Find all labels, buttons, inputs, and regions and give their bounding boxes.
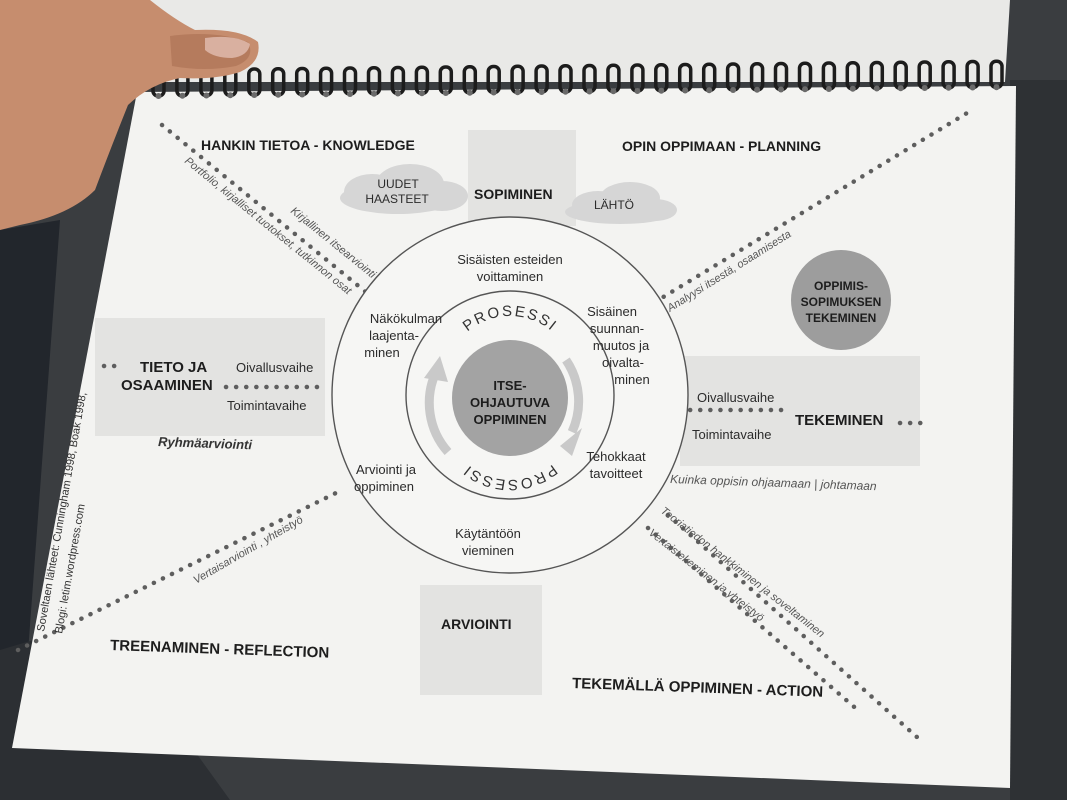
cycle-arrow-right-head: [560, 428, 582, 456]
phase-labels: Oivallusvaihe Toimintavaihe Oivallusvaih…: [227, 360, 774, 442]
ring-upper-right-5: minen: [614, 372, 649, 387]
contract-line-1: OPPIMIS-: [814, 279, 868, 293]
spiral-hole: [299, 91, 306, 98]
spiral-hole: [754, 86, 761, 93]
ring-lower-right-1: Tehokkaat: [586, 449, 646, 464]
dotted-line-bottom-right-inner: [645, 525, 863, 715]
spiral-hole: [442, 90, 449, 96]
spiral-hole: [227, 92, 234, 99]
cycle-arrow-left: [424, 370, 452, 455]
spiral-hole: [969, 84, 976, 91]
ring-top-2: voittaminen: [477, 269, 543, 284]
spiral-hole: [658, 87, 665, 94]
right-background: [1010, 80, 1067, 800]
spiral-hole: [873, 85, 880, 92]
ring-top-1: Sisäisten esteiden: [457, 252, 563, 267]
spiral-hole: [251, 92, 258, 98]
center-label: ITSE- OHJAUTUVA OPPIMINEN: [470, 378, 551, 427]
spiral-hole: [562, 88, 569, 95]
spiral-hole: [275, 91, 282, 98]
spiral-hole: [610, 88, 617, 95]
ring-upper-right-4: oivalta-: [602, 355, 644, 370]
axis-right: TEKEMINEN: [795, 412, 883, 429]
spiral-hole: [466, 89, 473, 96]
spiral-hole: [778, 86, 784, 93]
contract-line-2: SOPIMUKSEN: [801, 295, 882, 309]
spiral-hole: [993, 84, 1000, 91]
axis-headings: SOPIMINEN ARVIOINTI TIETO JA OSAAMINEN T…: [121, 186, 883, 632]
cloud-lahto: [565, 182, 677, 224]
ring-upper-right-2: suunnan-: [590, 321, 644, 336]
spiral-hole: [586, 88, 593, 95]
axis-bottom: ARVIOINTI: [441, 616, 512, 632]
spiral-hole: [634, 88, 641, 94]
phase-left-top: Oivallusvaihe: [236, 360, 313, 375]
spiral-hole: [490, 89, 497, 96]
ring-bottom-1: Käytäntöön: [455, 526, 521, 541]
spiral-hole: [682, 87, 689, 94]
spiral-hole: [706, 87, 713, 94]
ring-lower-left-2: oppiminen: [354, 479, 414, 494]
cloud-uudet: [340, 164, 468, 214]
thumbnail: [205, 36, 250, 58]
spiral-hole: [371, 90, 377, 97]
spiral-hole: [897, 85, 904, 92]
corner-top-right: OPIN OPPIMAAN - PLANNING: [622, 138, 821, 154]
dotted-lines: [15, 107, 975, 741]
spiral-hole: [179, 92, 186, 99]
cloud-labels: UUDET HAASTEET LÄHTÖ: [365, 177, 634, 212]
background-panels: [95, 130, 920, 695]
spiral-hole: [323, 91, 330, 98]
cycle-arrow-right: [562, 357, 584, 434]
ring-lower-left-1: Arviointi ja: [356, 462, 417, 477]
spiral-binding: [151, 59, 1004, 99]
group-evaluation-label: Ryhmäarviointi: [158, 434, 253, 452]
axis-top: SOPIMINEN: [474, 186, 553, 202]
phase-right-top: Oivallusvaihe: [697, 390, 774, 405]
spiral-hole: [849, 85, 856, 92]
phase-right-bottom: Toimintavaihe: [692, 427, 772, 442]
spiral-hole: [825, 86, 832, 92]
axis-left-2: OSAAMINEN: [121, 377, 213, 394]
spiral-hole: [514, 89, 521, 96]
ring-upper-left-2: laajenta-: [369, 328, 419, 343]
center-line-3: OPPIMINEN: [474, 412, 547, 427]
axis-left-1: TIETO JA: [140, 359, 207, 376]
spiral-hole: [347, 91, 353, 97]
phase-left-bottom: Toimintavaihe: [227, 398, 307, 413]
ring-lower-right-2: tavoitteet: [590, 466, 643, 481]
center-line-2: OHJAUTUVA: [470, 395, 551, 410]
dotted-line-top-right: [652, 107, 975, 305]
ring-upper-left-3: minen: [364, 345, 399, 360]
contract-line-3: TEKEMINEN: [806, 311, 877, 325]
center-line-1: ITSE-: [493, 378, 526, 393]
ring-bottom-2: vieminen: [462, 543, 514, 558]
spiral-hole: [538, 89, 545, 95]
ring-segment-texts: Sisäisten esteiden voittaminen Sisäinen …: [354, 252, 650, 558]
cloud-left-2: HAASTEET: [365, 192, 429, 206]
corner-top-left: HANKIN TIETOA - KNOWLEDGE: [201, 137, 415, 153]
ring-upper-left-1: Näkökulman: [370, 311, 442, 326]
spiral-hole: [155, 93, 162, 99]
cycle-arrow-left-head: [424, 356, 448, 382]
spiral-hole: [418, 90, 425, 97]
cloud-left-1: UUDET: [377, 177, 419, 191]
ring-upper-right-1: Sisäinen: [587, 304, 637, 319]
spiral-hole: [203, 92, 210, 99]
contract-circle: [791, 250, 891, 350]
center-circle: [452, 340, 568, 456]
back-page: [140, 0, 1010, 82]
spiral-hole: [802, 86, 808, 93]
spiral-hole: [945, 84, 952, 91]
spiral-hole: [730, 87, 737, 93]
cloud-right: LÄHTÖ: [594, 198, 634, 212]
contract-circle-text: OPPIMIS- SOPIMUKSEN TEKEMINEN: [801, 279, 882, 325]
spiral-hole: [921, 85, 928, 91]
ring-upper-right-3: muutos ja: [593, 338, 650, 353]
dotted-line-top-left: [159, 122, 381, 305]
dotted-line-bottom-left: [15, 487, 345, 653]
spiral-hole: [394, 90, 401, 97]
